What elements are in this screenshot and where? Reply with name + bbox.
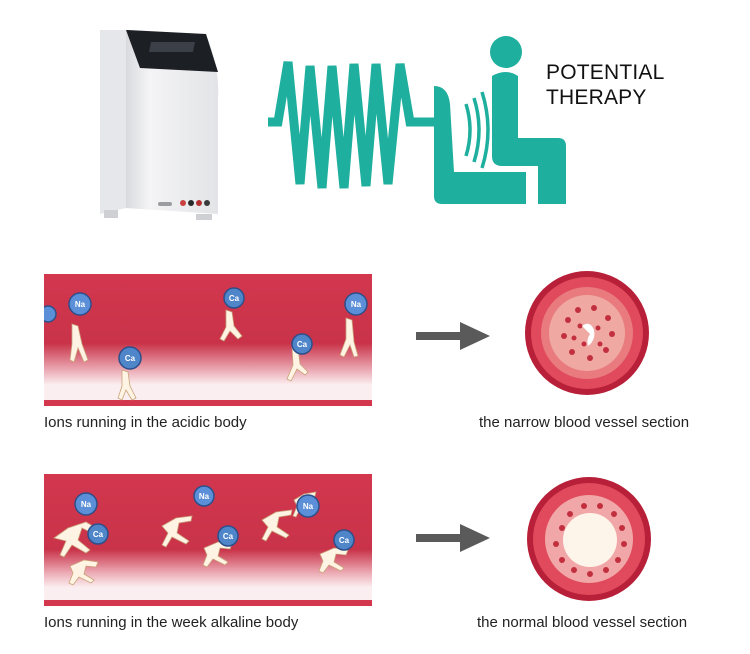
arrow-right-icon [416,524,490,552]
calcium-ion-icon [333,529,355,551]
ion-label: Ca [339,536,350,545]
sodium-ion-icon [296,494,320,518]
title-line-2: THERAPY [546,86,647,109]
ion-label: Na [81,500,92,509]
ion-label: Ca [229,294,240,303]
calcium-ion-icon [118,346,142,370]
sodium-ion-icon [74,492,98,516]
sodium-ion-icon [193,485,215,507]
calcium-ion-icon [223,287,245,309]
therapy-device-image [100,30,219,220]
sodium-ion-icon [68,292,92,316]
title-line-1: POTENTIAL [546,61,665,84]
ion-label: Na [303,502,314,511]
ion-label: Ca [125,354,136,363]
acidic-body-caption: Ions running in the acidic body [44,414,247,431]
alkaline-body-caption: Ions running in the week alkaline body [44,614,299,631]
ion-label: Ca [93,530,104,539]
calcium-ion-icon [87,523,109,545]
sodium-ion-icon [44,305,57,323]
ion-label: Na [351,300,362,309]
calcium-ion-icon [217,525,239,547]
normal-blood-vessel-image [527,477,651,601]
sodium-ion-icon [344,292,368,316]
alkaline-body-ion-panel: Na Ca Na Ca Na Ca [44,474,372,606]
ion-label: Na [199,492,210,501]
therapy-title: POTENTIAL THERAPY [546,60,665,110]
narrow-vessel-caption: the narrow blood vessel section [479,414,690,431]
acidic-body-ion-panel: Na Ca Ca Na Ca [44,274,372,406]
narrow-blood-vessel-image [525,271,649,395]
signal-waveform-icon [268,61,434,189]
normal-vessel-caption: the normal blood vessel section [477,614,688,631]
ion-label: Na [75,300,86,309]
seated-person-icon [434,36,566,204]
arrow-right-icon [416,322,490,350]
ion-label: Ca [297,340,308,349]
calcium-ion-icon [291,333,313,355]
ion-label: Ca [223,532,234,541]
